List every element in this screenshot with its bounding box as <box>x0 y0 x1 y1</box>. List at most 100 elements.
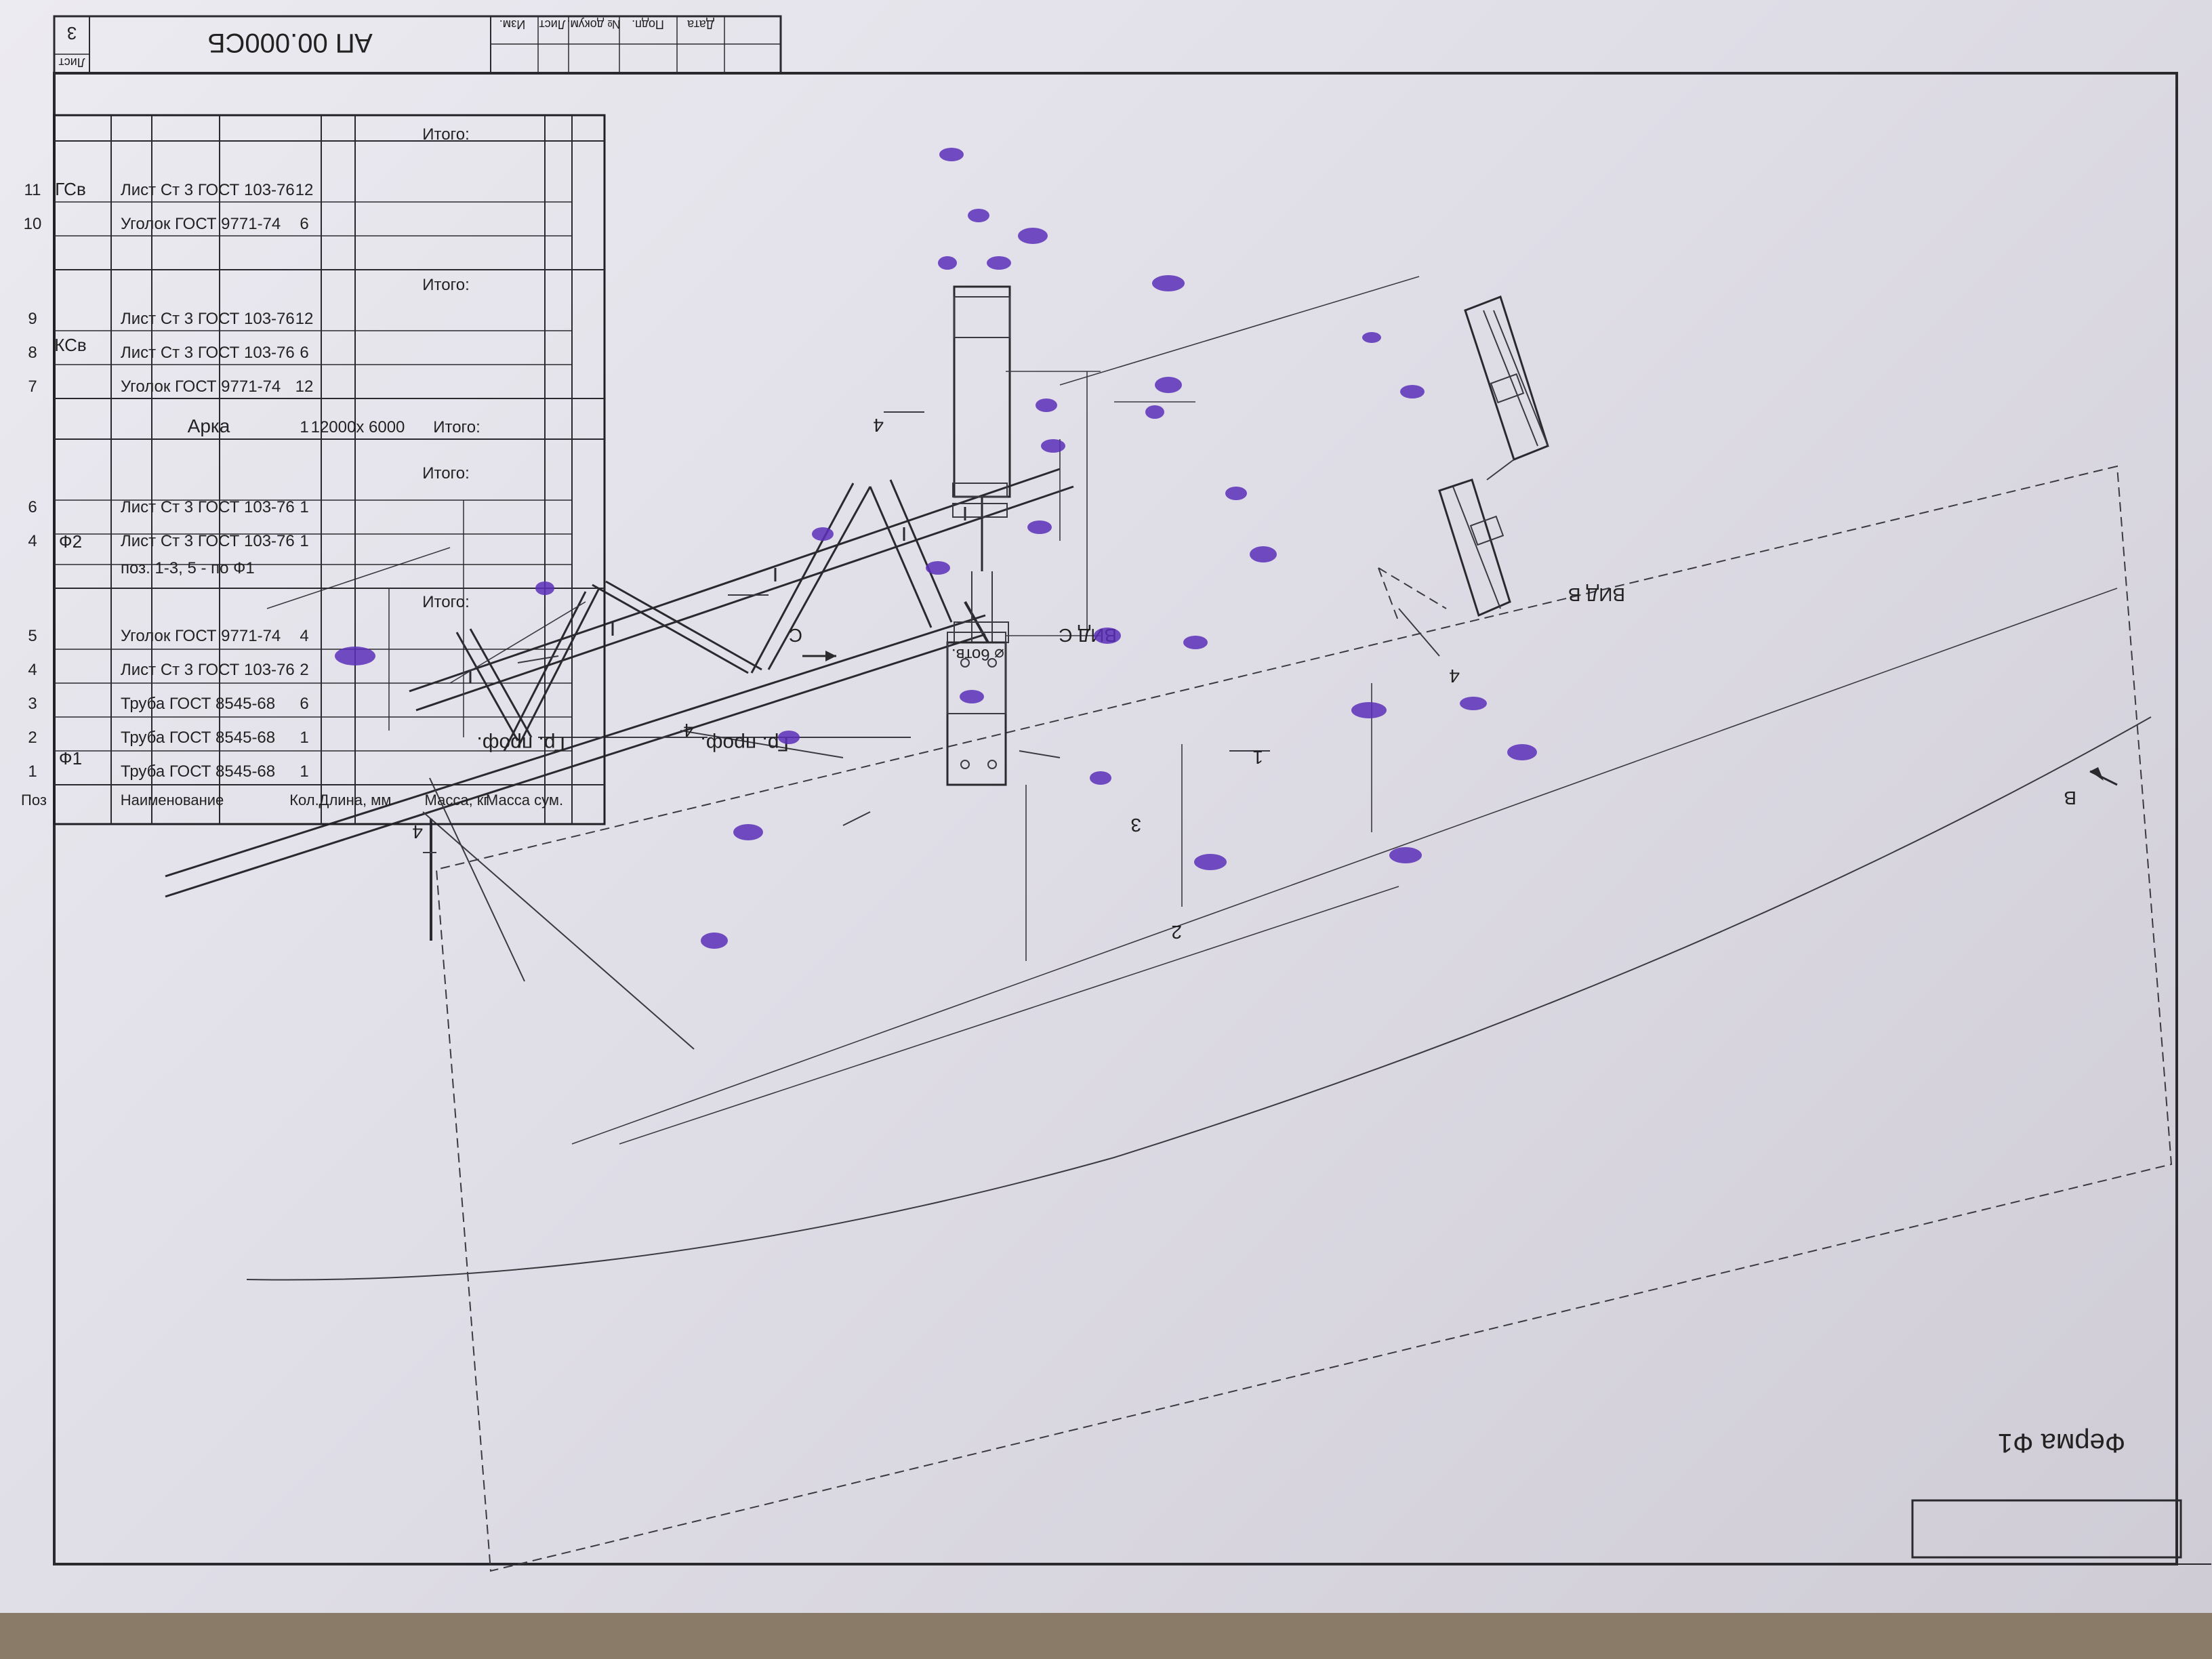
drawing-title-box: Ферма Ф1 <box>1911 1428 2182 1559</box>
spec-table-text: Поз Наименование Кол. Длина, мм Масса, к… <box>21 125 563 808</box>
ksv-row2-pos: 8 <box>28 344 37 362</box>
stamp <box>1094 628 1121 644</box>
f1-row3-name: Труба ГОСТ 8545-68 <box>121 695 275 713</box>
th-length: Длина, мм <box>319 792 392 808</box>
f1-row4-name: Лист Ст 3 ГОСТ 103-76 <box>121 661 295 679</box>
th-mass-sum: Масса сум. <box>486 792 563 808</box>
spec-table <box>53 114 606 825</box>
f1-row4-pos: 4 <box>28 661 37 679</box>
truss-callouts: 1 2 3 4 4 <box>412 720 1263 943</box>
stamp <box>1389 847 1422 863</box>
rev-header-izm: Изм. <box>499 18 526 31</box>
f1-row2-name: Труба ГОСТ 8545-68 <box>121 729 275 747</box>
sheet-number: 3 <box>67 23 77 43</box>
stamp <box>1090 771 1111 785</box>
arch-qty: 1 <box>300 418 308 436</box>
gsv-row2-qty: 12 <box>295 181 314 199</box>
stamp <box>335 647 375 665</box>
callout-4b: 4 <box>412 821 423 842</box>
callout-1: 1 <box>1252 747 1263 768</box>
f1-row2-pos: 2 <box>28 729 37 747</box>
stamp <box>960 690 984 703</box>
stamp <box>1041 439 1065 453</box>
callout-2: 2 <box>1171 922 1182 943</box>
rev-header-list: Лист <box>539 18 565 31</box>
drawing-sheet: Изм. Лист № докум. Подп. Дата АП 00.000С… <box>0 0 2212 1613</box>
profile-label-1: Гр. проф. <box>476 733 565 755</box>
stamp <box>1250 546 1277 562</box>
arch-name: Арка <box>188 415 230 436</box>
view-c: ⌀ 6отв. ВИД С 4 <box>873 285 1195 786</box>
th-pos: Поз <box>21 792 47 808</box>
f1-total: Итого: <box>422 593 470 611</box>
ksv-total: Итого: <box>422 276 470 294</box>
stamp <box>733 824 763 840</box>
f2-row3-name: Лист Ст 3 ГОСТ 103-76 <box>121 498 295 516</box>
f2-row2-pos: 4 <box>28 532 37 550</box>
gsv-row1-qty: 6 <box>300 215 308 233</box>
diameter-label: ⌀ 6отв. <box>951 645 1004 663</box>
f1-row3-qty: 6 <box>300 695 308 713</box>
stamp <box>926 561 950 575</box>
stamp <box>1027 520 1052 534</box>
stamp <box>938 256 957 270</box>
f1-row5-pos: 5 <box>28 627 37 645</box>
gsv-row2-pos: 11 <box>24 181 41 199</box>
ksv-row3-name: Лист Ст 3 ГОСТ 103-76 <box>121 310 295 328</box>
th-name: Наименование <box>121 792 224 808</box>
stamp <box>939 148 964 161</box>
rev-header-doc: № докум. <box>567 18 620 31</box>
title-block: Изм. Лист № докум. Подп. Дата АП 00.000С… <box>53 15 782 75</box>
view-b: ВИД В 4 <box>1378 295 1625 687</box>
f1-row5-qty: 4 <box>300 627 308 645</box>
rev-header-sign: Подп. <box>632 18 664 31</box>
stamp <box>535 581 554 595</box>
f2-total: Итого: <box>422 464 470 483</box>
stamp <box>1351 702 1387 718</box>
stamp <box>1145 405 1164 419</box>
gsv-total: Итого: <box>422 125 470 144</box>
f1-row1-pos: 1 <box>28 762 37 781</box>
f1-row3-pos: 3 <box>28 695 37 713</box>
stamp <box>968 209 989 222</box>
arch-total-label: Итого: <box>433 418 480 436</box>
view-arrows: В С <box>789 625 2118 808</box>
stamp <box>1400 385 1425 398</box>
truss-elevation <box>165 276 2173 1572</box>
f1-row1-name: Труба ГОСТ 8545-68 <box>121 762 275 781</box>
stamp <box>1152 275 1185 291</box>
gsv-row1-name: Уголок ГОСТ 9771-74 <box>121 215 281 233</box>
view-b-title: ВИД В <box>1568 584 1625 605</box>
profile-label-2: Гр. проф. <box>700 733 789 755</box>
ksv-row1-name: Уголок ГОСТ 9771-74 <box>121 377 281 396</box>
arch-length: 12000х 6000 <box>311 418 405 436</box>
f1-row5-name: Уголок ГОСТ 9771-74 <box>121 627 281 645</box>
stamp <box>778 731 800 744</box>
redaction-stamps <box>335 148 1537 949</box>
f2-row3-pos: 6 <box>28 498 37 516</box>
stamp <box>1194 854 1227 870</box>
callout-4c: 4 <box>873 415 884 436</box>
f1-row2-qty: 1 <box>300 729 308 747</box>
doc-code: АП 00.000СБ <box>207 28 373 58</box>
arrow-c-label: С <box>789 625 802 646</box>
th-mass: Масса, кг <box>425 792 489 808</box>
arrow-b-label: В <box>2064 787 2076 808</box>
callout-4a: 4 <box>683 720 694 741</box>
stamp <box>1507 744 1537 760</box>
stamp <box>987 256 1011 270</box>
gsv-row1-pos: 10 <box>24 215 42 233</box>
ksv-row1-pos: 7 <box>28 377 37 396</box>
stamp <box>1183 636 1208 649</box>
f1-row1-qty: 1 <box>300 762 308 781</box>
drawing-title: Ферма Ф1 <box>1998 1428 2125 1458</box>
group-gsv-label: ГСв <box>55 179 86 199</box>
stamp <box>812 527 834 541</box>
f1-row4-qty: 2 <box>300 661 308 679</box>
stamp <box>1460 697 1487 710</box>
rev-header-date: Дата <box>687 18 714 31</box>
ksv-row1-qty: 12 <box>295 377 314 396</box>
stamp <box>1018 228 1048 244</box>
f2-row1-name: поз. 1-3, 5 - по Ф1 <box>121 559 255 577</box>
